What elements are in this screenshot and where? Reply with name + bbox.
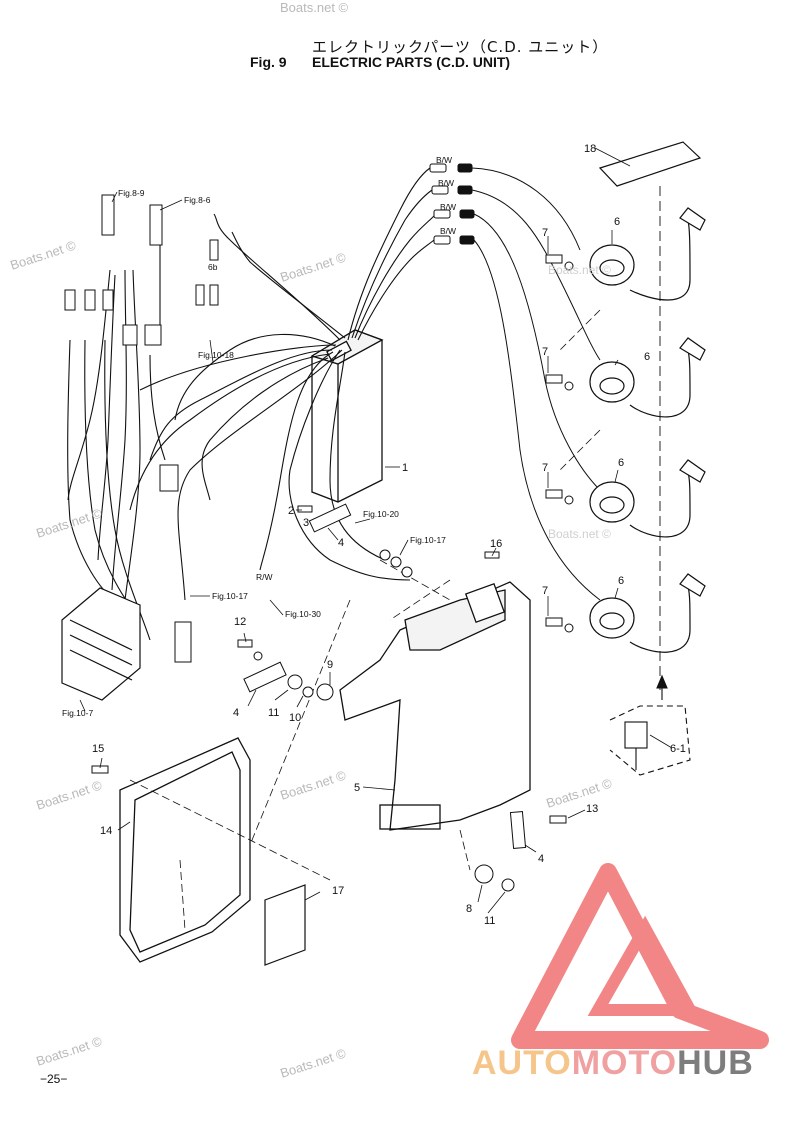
figure-title: Fig. 9 ELECTRIC PARTS (C.D. UNIT) (250, 54, 510, 70)
cd-unit (310, 329, 384, 503)
callout-12: 12 (234, 616, 246, 628)
callout-2: 2 (288, 505, 294, 517)
rectifier (61, 587, 141, 701)
callout-9: 9 (327, 659, 333, 671)
callout-1: 1 (402, 462, 408, 474)
small-hardware (91, 503, 567, 892)
wire-label-6b: 6b (208, 262, 218, 272)
page-number: −25− (40, 1072, 68, 1086)
wire-label-bw-1: B/W (436, 155, 452, 165)
callout-18: 18 (584, 143, 596, 155)
brand-wordmark: AUTOMOTOHUB (472, 1044, 754, 1083)
watermark: Boats.net © (278, 249, 348, 284)
fig-ref-8-9: Fig.8-9 (118, 188, 145, 198)
callout-4-c: 4 (538, 853, 544, 865)
guide-lines (129, 309, 601, 931)
fig-ref-10-17-b: Fig.10-17 (212, 591, 248, 601)
ignition-coil-1 (589, 207, 706, 301)
callout-11-b: 11 (484, 915, 495, 927)
watermark: Boats.net © (8, 237, 78, 272)
callout-17: 17 (332, 885, 344, 897)
wire-label-bw-3: B/W (440, 202, 456, 212)
figure-number: Fig. 9 (250, 54, 287, 70)
callout-15: 15 (92, 743, 104, 755)
callout-4-a: 4 (338, 537, 344, 549)
figure-title-text: ELECTRIC PARTS (C.D. UNIT) (312, 54, 511, 70)
watermark: Boats.net © (544, 775, 614, 810)
callout-7-d: 7 (542, 585, 548, 597)
cover-plate (119, 737, 251, 963)
callout-13: 13 (586, 803, 598, 815)
coil-leads (471, 167, 601, 601)
wire-label-rw: R/W (256, 572, 273, 582)
callout-6-c: 6 (618, 457, 624, 469)
callout-10: 10 (289, 712, 301, 724)
callout-6-a: 6 (614, 216, 620, 228)
fig-ref-10-30: Fig.10-30 (285, 609, 321, 619)
watermark: Boats.net © (548, 263, 611, 277)
callout-5: 5 (354, 782, 360, 794)
ignition-coil-4 (589, 573, 706, 653)
watermark: Boats.net © (34, 1033, 104, 1068)
pad-17 (264, 884, 306, 966)
callout-4-b: 4 (233, 707, 239, 719)
fig-ref-10-18: Fig.10-18 (198, 350, 234, 360)
fig-ref-10-7: Fig.10-7 (62, 708, 93, 718)
harness-plugs (64, 194, 219, 663)
fig-ref-8-6: Fig.8-6 (184, 195, 211, 205)
bolts-7 (545, 254, 574, 633)
leader-lines (79, 191, 673, 914)
callout-6-d: 6 (618, 575, 624, 587)
watermark: Boats.net © (278, 1045, 348, 1080)
callout-14: 14 (100, 825, 112, 837)
brand-moto: MOTO (571, 1044, 678, 1082)
callout-11-a: 11 (268, 707, 279, 719)
fig-ref-10-20: Fig.10-20 (363, 509, 399, 519)
callout-3: 3 (303, 517, 309, 529)
callout-6-b: 6 (644, 351, 650, 363)
callout-8: 8 (466, 903, 472, 915)
callout-7-c: 7 (542, 462, 548, 474)
fig-ref-10-17-a: Fig.10-17 (410, 535, 446, 545)
callout-7-a: 7 (542, 227, 548, 239)
ignition-coil-2 (589, 337, 706, 418)
brand-auto: AUTO (472, 1044, 572, 1082)
ignition-coil-3 (589, 459, 706, 538)
title-japanese: エレクトリックパーツ（C.D. ユニット） (312, 38, 609, 56)
watermark: Boats.net © (280, 0, 349, 15)
part-18-pad (598, 141, 702, 187)
wire-label-bw-4: B/W (440, 226, 456, 236)
mounting-bracket (339, 581, 531, 831)
callout-7-b: 7 (542, 346, 548, 358)
callout-16: 16 (490, 538, 502, 550)
watermark: Boats.net © (278, 767, 348, 802)
watermark: Boats.net © (34, 777, 104, 812)
callout-6-1: 6-1 (670, 743, 686, 755)
automotohub-logo-mark (511, 863, 769, 1049)
wire-label-bw-2: B/W (438, 178, 454, 188)
watermark: Boats.net © (548, 527, 611, 541)
spark-plug-cap-6-1 (609, 674, 691, 776)
brand-hub: HUB (677, 1044, 754, 1082)
